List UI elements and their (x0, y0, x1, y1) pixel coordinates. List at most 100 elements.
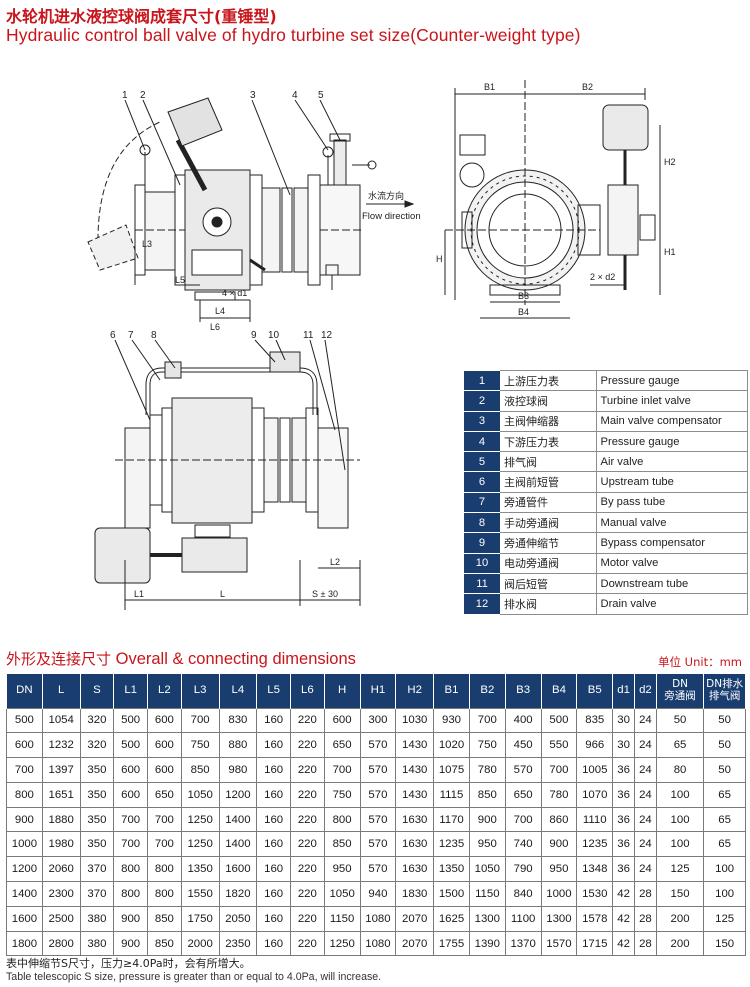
table-cell: 65 (655, 732, 705, 759)
col-header: B4 (540, 674, 578, 708)
col-header: H2 (395, 674, 435, 708)
table-cell: 220 (289, 707, 325, 734)
dim-h: H (436, 254, 443, 264)
table-cell: 1430 (395, 732, 435, 759)
table-cell: 160 (256, 757, 291, 783)
callout-1: 1 (122, 90, 128, 101)
table-cell: 1054 (41, 707, 81, 734)
unit-label: 单位 Unit：mm (658, 655, 742, 669)
dimensions-title-en: Overall & connecting dimensions (115, 650, 356, 668)
table-cell: 850 (468, 781, 506, 808)
table-cell: 860 (540, 806, 578, 833)
callout-2: 2 (140, 90, 146, 101)
table-cell: 28 (633, 905, 657, 932)
table-cell: 800 (323, 806, 361, 833)
table-cell: 65 (703, 806, 746, 833)
table-cell: 570 (359, 856, 397, 883)
dim-h2: H2 (664, 157, 676, 167)
table-cell: 1200 (6, 856, 43, 883)
table-cell: 850 (180, 757, 220, 783)
table-cell: 2300 (41, 881, 81, 907)
table-cell: 200 (655, 930, 705, 957)
table-cell: 930 (433, 707, 470, 734)
table-cell: 125 (655, 856, 705, 883)
table-cell: 500 (6, 707, 43, 734)
table-cell: 220 (289, 905, 325, 932)
table-cell: 1075 (433, 757, 470, 783)
table-cell: 36 (612, 806, 635, 833)
table-cell: 950 (468, 831, 506, 858)
table-cell: 220 (289, 732, 325, 759)
col-header-line2: 旁通阀 (664, 689, 696, 702)
col-header: d1 (612, 674, 635, 708)
table-cell: 1170 (433, 806, 470, 833)
col-header: S (79, 674, 115, 708)
table-cell: 2070 (395, 930, 435, 957)
part-number: 8 (464, 512, 500, 534)
part-number: 5 (464, 451, 500, 473)
table-cell: 1235 (433, 831, 470, 858)
table-cell: 50 (655, 707, 705, 734)
table-cell: 500 (113, 732, 149, 759)
table-cell: 1232 (41, 732, 81, 759)
part-name-cn: 排水阀 (500, 593, 597, 615)
table-cell: 700 (147, 831, 182, 858)
col-header: L4 (218, 674, 258, 708)
col-header: B1 (433, 674, 470, 708)
plan-view (94, 351, 361, 610)
table-cell: 1070 (576, 781, 614, 808)
part-name-cn: 主阀前短管 (500, 471, 597, 493)
part-number: 12 (464, 593, 500, 615)
dim-l: L (220, 589, 225, 599)
table-cell: 1630 (395, 831, 435, 858)
table-cell: 150 (703, 930, 746, 957)
table-cell: 570 (359, 757, 397, 783)
table-cell: 790 (504, 856, 542, 883)
col-header: B3 (504, 674, 542, 708)
part-number: 7 (464, 491, 500, 514)
table-cell: 100 (703, 856, 746, 883)
table-cell: 800 (113, 856, 149, 883)
table-cell: 966 (576, 732, 614, 759)
dim-4xd1: 4 × d1 (222, 288, 247, 298)
part-number: 11 (464, 572, 500, 595)
table-cell: 570 (359, 781, 397, 808)
table-cell: 1250 (180, 806, 220, 833)
table-cell: 2070 (395, 905, 435, 932)
table-cell: 24 (633, 757, 657, 783)
table-cell: 220 (289, 757, 325, 783)
table-cell: 1390 (468, 930, 506, 957)
table-cell: 800 (6, 781, 43, 808)
table-cell: 1100 (504, 905, 542, 932)
col-header: L2 (147, 674, 182, 708)
col-header: H (323, 674, 361, 708)
part-name-en: Pressure gauge (596, 369, 748, 392)
table-cell: 400 (504, 707, 542, 734)
part-name-en: Air valve (596, 451, 748, 473)
table-cell: 1080 (359, 930, 397, 957)
table-cell: 500 (540, 707, 578, 734)
col-header: L1 (113, 674, 149, 708)
dim-2xd2: 2 × d2 (590, 272, 615, 282)
table-cell: 840 (504, 881, 542, 907)
table-cell: 1110 (576, 806, 614, 833)
table-cell: 600 (6, 732, 43, 759)
table-cell: 2000 (180, 930, 220, 957)
table-cell: 1630 (395, 856, 435, 883)
table-cell: 1880 (41, 806, 81, 833)
table-cell: 800 (147, 881, 182, 907)
callout-4: 4 (292, 90, 298, 101)
table-cell: 650 (147, 781, 182, 808)
table-cell: 1150 (468, 881, 506, 907)
table-cell: 1397 (41, 757, 81, 783)
table-cell: 350 (79, 831, 115, 858)
dim-b4: B4 (518, 307, 529, 317)
